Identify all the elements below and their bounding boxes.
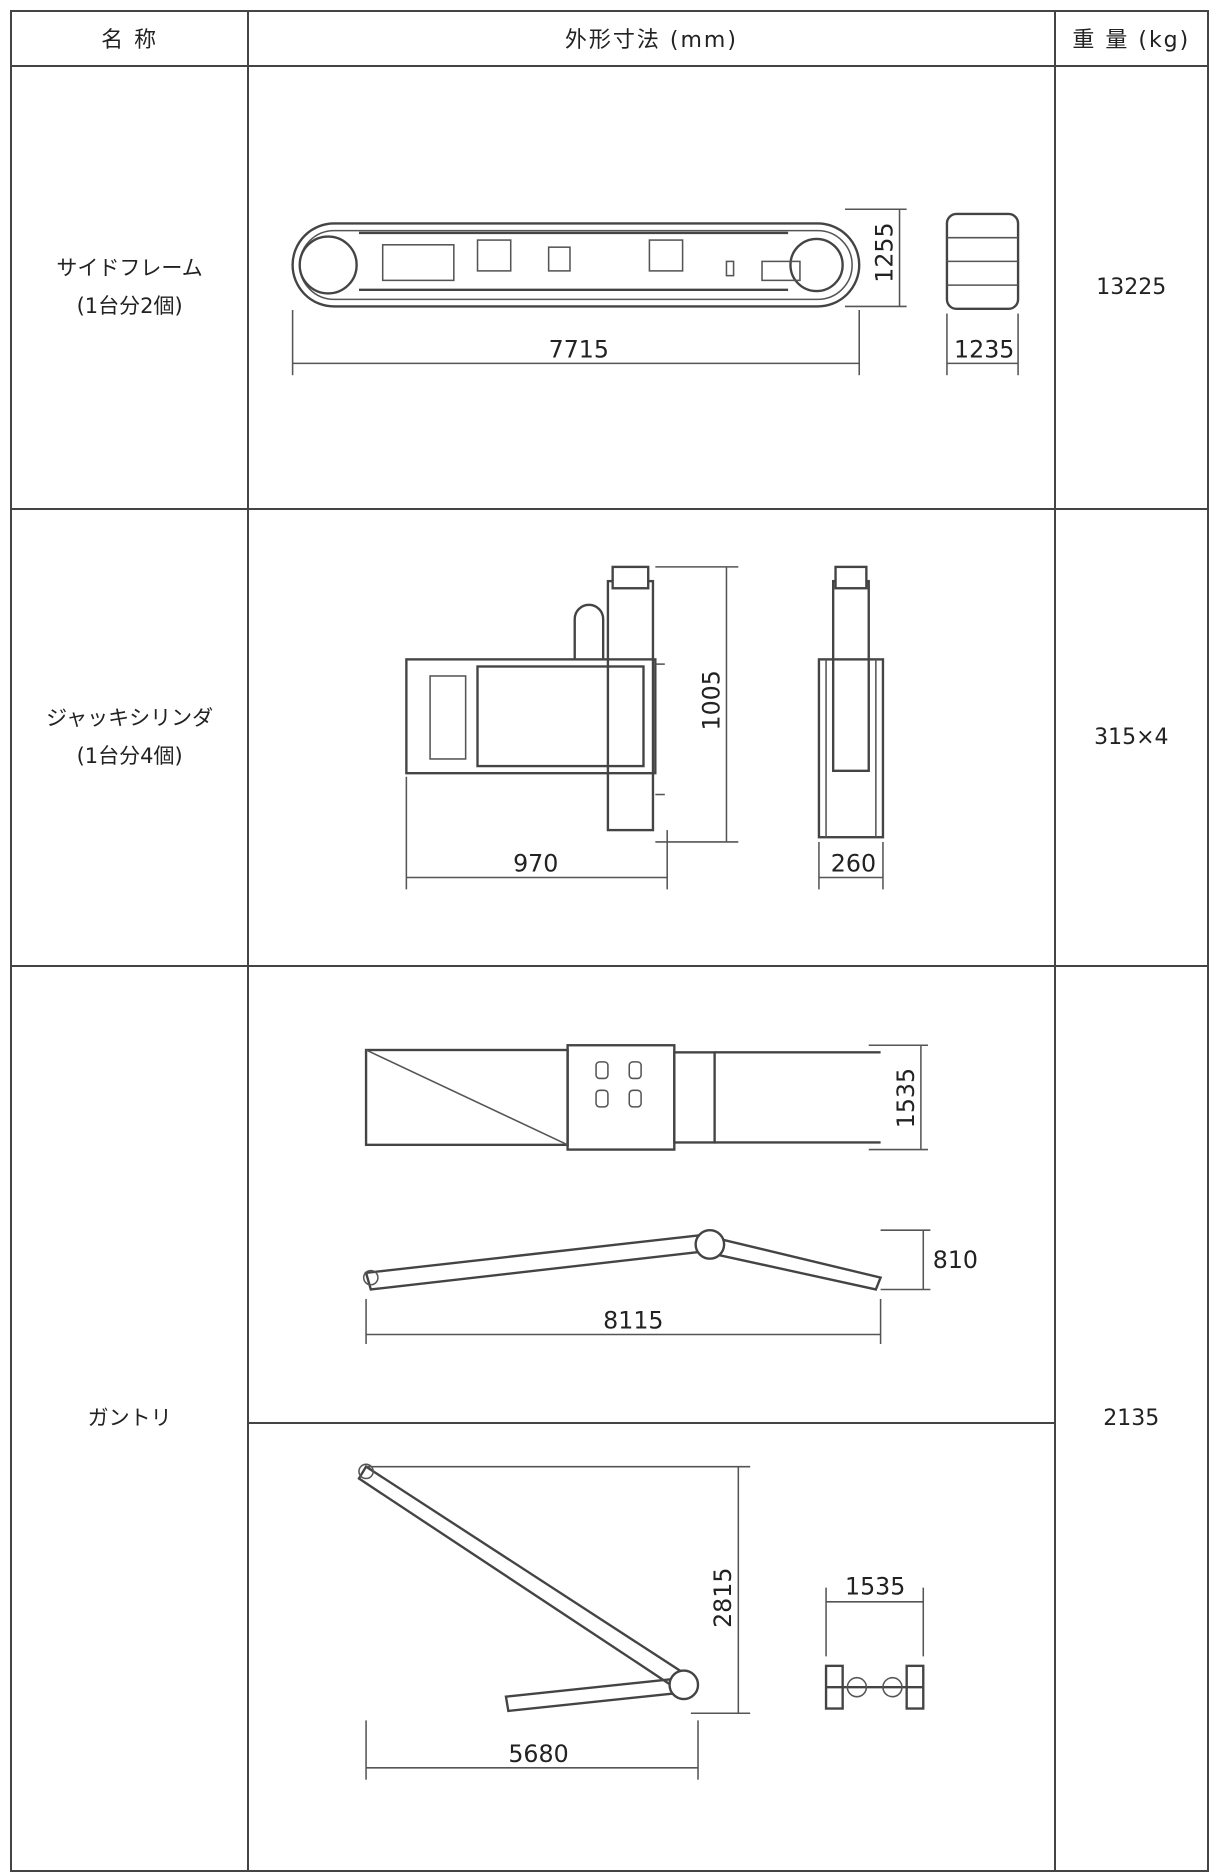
dim-top-width-label: 1535 xyxy=(892,1068,920,1128)
item-weight: 2135 xyxy=(1053,964,1209,1873)
dimension-lines xyxy=(292,208,1020,375)
dimension-lines xyxy=(365,1466,925,1780)
dim-height-label: 1255 xyxy=(871,222,899,282)
table-row: ガントリ xyxy=(9,964,1209,1873)
side-frame-drawing: 7715 1255 1235 xyxy=(291,208,1020,375)
item-name-cell: ジャッキシリンダ (1台分4個) xyxy=(9,507,250,967)
gantry-top-drawing: 1535 810 8115 xyxy=(363,1044,978,1344)
item-name: サイドフレーム xyxy=(56,256,203,281)
gantry-drawing-cell-bottom: 2815 5680 1535 xyxy=(247,1422,1056,1872)
spec-table: 名 称 外形寸法 (mm) 重 量 (kg) サイドフレーム (1台分2個) xyxy=(9,10,1209,1873)
item-name: ガントリ xyxy=(87,1406,172,1431)
item-weight: 13225 xyxy=(1053,64,1209,510)
jack-cylinder-drawing: 1005 970 260 xyxy=(405,565,885,890)
gantry-raised-view xyxy=(357,1463,700,1713)
gantry-plan-view xyxy=(365,1044,881,1151)
side-frame-side-view xyxy=(291,222,861,308)
side-frame-drawing-cell: 7715 1255 1235 xyxy=(247,64,1056,510)
table-row: ジャッキシリンダ (1台分4個) xyxy=(9,507,1209,967)
gantry-side-view xyxy=(363,1228,883,1291)
dim-length-label: 8115 xyxy=(603,1307,663,1335)
dim-length-label: 970 xyxy=(513,849,558,877)
gantry-raised-drawing: 2815 5680 1535 xyxy=(357,1463,925,1780)
jack-cylinder-drawing-cell: 1005 970 260 xyxy=(247,507,1056,967)
dim-height-label: 1005 xyxy=(698,670,726,730)
side-frame-end-view xyxy=(945,212,1020,310)
item-name-cell: ガントリ xyxy=(9,964,250,1873)
dim-side-rise-label: 810 xyxy=(933,1246,978,1274)
header-dimensions: 外形寸法 (mm) xyxy=(247,10,1056,67)
dim-length-label: 7715 xyxy=(549,335,609,363)
dimension-lines xyxy=(365,1044,931,1344)
item-name: ジャッキシリンダ xyxy=(46,706,214,731)
header-name: 名 称 xyxy=(9,10,250,67)
jack-cylinder-front-view xyxy=(405,565,666,832)
table-row: 2815 5680 1535 xyxy=(11,1422,1208,1872)
table-row: サイドフレーム (1台分2個) xyxy=(9,64,1209,510)
header-row: 名 称 外形寸法 (mm) 重 量 (kg) xyxy=(9,10,1209,67)
dim-raised-length-label: 5680 xyxy=(509,1740,569,1768)
dim-raised-height-label: 2815 xyxy=(709,1568,737,1628)
item-note: (1台分4個) xyxy=(76,744,183,769)
item-weight: 315×4 xyxy=(1053,507,1209,967)
gantry-front-view xyxy=(825,1664,925,1710)
item-note: (1台分2個) xyxy=(76,294,183,319)
gantry-drawing-cell-top: 1535 810 8115 xyxy=(247,964,1056,1425)
dim-front-width-label: 1535 xyxy=(845,1573,905,1601)
jack-cylinder-side-view xyxy=(817,565,885,839)
item-name-cell: サイドフレーム (1台分2個) xyxy=(9,64,250,510)
dimension-lines xyxy=(405,565,884,890)
dim-width-label: 260 xyxy=(831,849,876,877)
dim-width-label: 1235 xyxy=(954,335,1014,363)
header-weight: 重 量 (kg) xyxy=(1053,10,1209,67)
